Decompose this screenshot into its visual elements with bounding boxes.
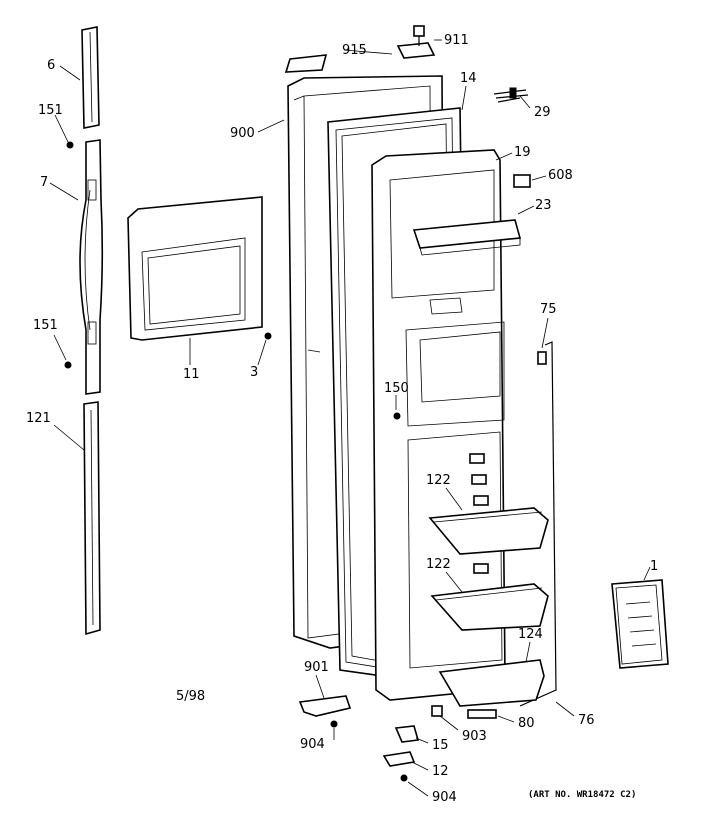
- part-904-screw-b: [400, 774, 408, 782]
- label-75: 75: [540, 302, 557, 317]
- part-122-bin-upper: [428, 507, 549, 555]
- label-7: 7: [40, 175, 49, 190]
- label-76: 76: [578, 713, 595, 728]
- leader-lines: [49, 39, 651, 797]
- label-19: 19: [514, 145, 531, 160]
- label-15: 15: [432, 738, 449, 753]
- label-903: 903: [462, 729, 487, 744]
- label-901: 901: [304, 660, 329, 675]
- label-80: 80: [518, 716, 535, 731]
- part-903-bushing: [431, 705, 443, 717]
- label-122-upper: 122: [426, 473, 451, 488]
- part-3-screw: [264, 332, 272, 340]
- label-124: 124: [518, 627, 543, 642]
- label-1: 1: [650, 559, 659, 574]
- date-code: 5/98: [176, 689, 206, 704]
- part-75-tube: [519, 341, 557, 707]
- part-121-trim: [83, 401, 101, 636]
- label-3: 3: [250, 365, 259, 380]
- part-124-bin: [438, 659, 545, 707]
- art-number: (ART NO. WR18472 C2): [528, 790, 637, 800]
- label-14: 14: [460, 71, 477, 86]
- label-11: 11: [183, 367, 200, 382]
- label-151-top: 151: [38, 103, 63, 118]
- part-151-screw-top: [66, 141, 74, 149]
- part-12-hinge-pin: [382, 751, 416, 767]
- part-122-bin-lower: [430, 583, 549, 631]
- label-900: 900: [230, 126, 255, 141]
- part-6-trim: [81, 26, 100, 129]
- part-915-cap: [284, 54, 328, 73]
- part-7-handle: [79, 139, 104, 395]
- label-151-bottom: 151: [33, 318, 58, 333]
- part-23-shelf: [412, 219, 522, 256]
- label-12: 12: [432, 764, 449, 779]
- part-11-panel: [127, 196, 263, 341]
- part-80-connector: [467, 709, 497, 719]
- shelf-clips: [469, 453, 489, 574]
- label-608: 608: [548, 168, 573, 183]
- label-915: 915: [342, 43, 367, 58]
- label-122-lower: 122: [426, 557, 451, 572]
- label-121: 121: [26, 411, 51, 426]
- part-150-screw: [393, 412, 401, 420]
- label-29: 29: [534, 105, 551, 120]
- part-911-hinge: [396, 25, 436, 59]
- part-901-cover: [298, 695, 352, 717]
- part-29-wires: [493, 87, 529, 103]
- part-151-screw-bottom: [64, 361, 72, 369]
- label-150: 150: [384, 381, 409, 396]
- label-911: 911: [444, 33, 469, 48]
- part-904-screw-a: [330, 720, 338, 728]
- part-608-switch: [513, 174, 531, 188]
- label-23: 23: [535, 198, 552, 213]
- label-904-left: 904: [300, 737, 325, 752]
- part-1-manual: [611, 579, 669, 669]
- label-904-right: 904: [432, 790, 457, 805]
- part-15-bracket: [394, 725, 420, 743]
- label-6: 6: [47, 58, 56, 73]
